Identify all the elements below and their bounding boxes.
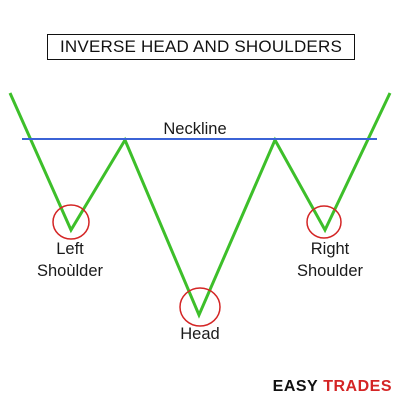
- brand-logo-part1: EASY: [272, 378, 319, 395]
- right-shoulder-label: Right Shoulder: [285, 238, 375, 282]
- left-shoulder-label: Left Shoùlder: [30, 238, 110, 282]
- head-marker: [179, 287, 221, 327]
- diagram-title: INVERSE HEAD AND SHOULDERS: [47, 34, 355, 60]
- brand-logo-part2: TRADES: [323, 378, 392, 395]
- neckline-label: Neckline: [163, 120, 227, 138]
- right-shoulder-marker: [306, 205, 342, 239]
- right-shoulder-label-line1: Right: [310, 240, 350, 258]
- head-label: Head: [180, 325, 220, 343]
- left-shoulder-label-line1: Left: [56, 240, 84, 258]
- left-shoulder-label-line2: Shoùlder: [36, 262, 104, 280]
- price-line: [8, 92, 392, 319]
- left-shoulder-marker: [52, 204, 90, 240]
- right-shoulder-label-line2: Shoulder: [296, 262, 364, 280]
